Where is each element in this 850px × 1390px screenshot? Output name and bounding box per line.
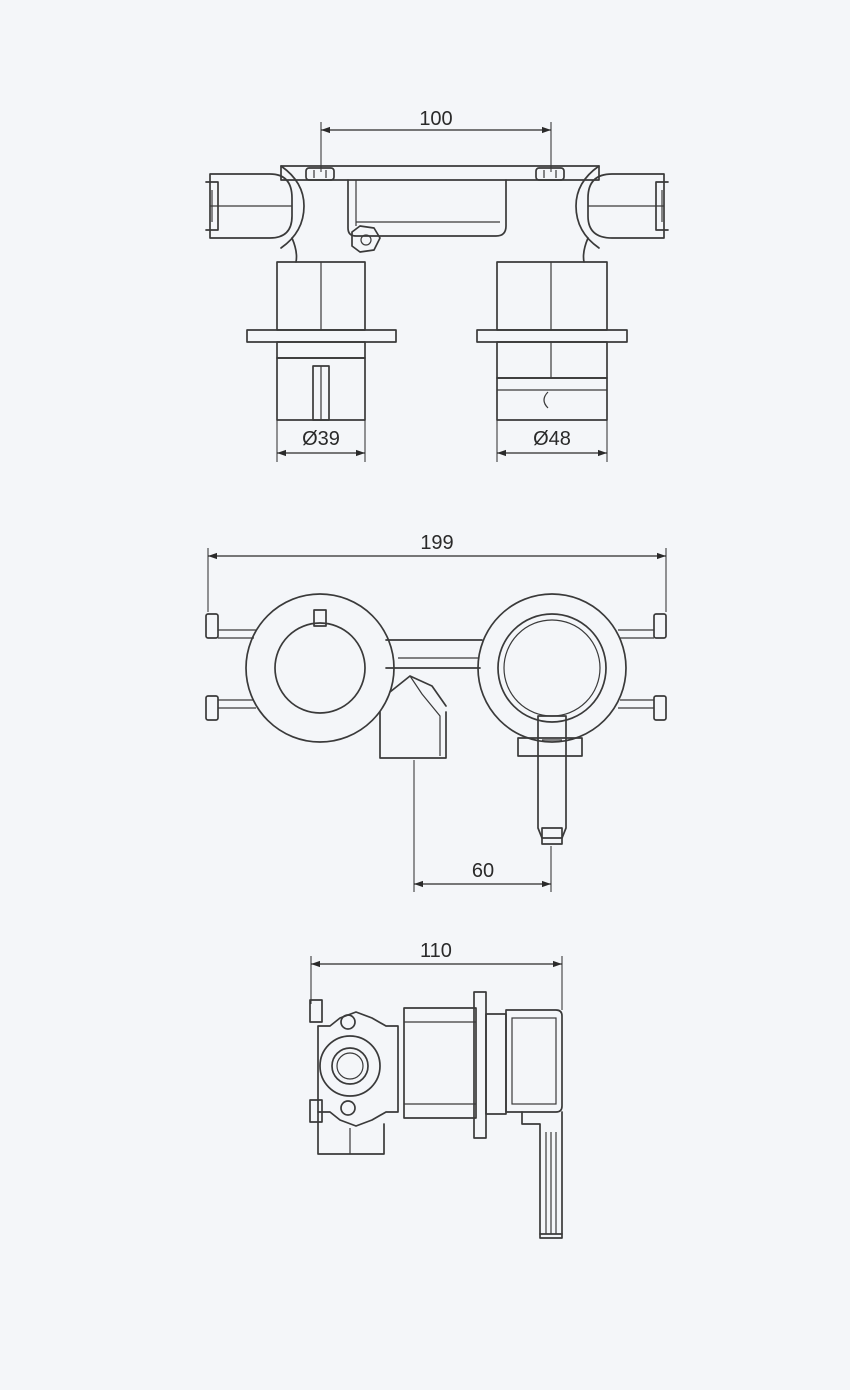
left-cartridge: [246, 261, 397, 421]
dim-outlet-offset-label: 60: [472, 860, 494, 882]
right-cartridge: [476, 261, 628, 421]
right-flange: [477, 593, 627, 743]
dim-left-diameter-label: Ø39: [302, 428, 340, 450]
front-connector: [385, 639, 483, 669]
top-view: 100: [205, 108, 669, 462]
dimension-overall-width: 199: [207, 532, 667, 612]
dimension-spacing: 100: [320, 108, 552, 172]
dim-depth-label: 110: [420, 940, 452, 962]
side-view: 110: [309, 940, 563, 1239]
dimension-depth: 110: [310, 940, 563, 1010]
dim-overall-width-label: 199: [420, 532, 453, 554]
front-lugs: [205, 613, 667, 721]
front-outlet: [379, 675, 447, 759]
dimension-outlet-offset: 60: [413, 760, 552, 892]
dim-spacing-label: 100: [419, 108, 452, 130]
top-body: [280, 165, 600, 253]
side-cartridge: [403, 991, 563, 1139]
left-flange: [245, 593, 395, 743]
side-body: [309, 999, 399, 1155]
dimension-left-diameter: Ø39: [276, 420, 366, 462]
front-view: 199: [205, 532, 667, 892]
front-lever: [517, 715, 583, 845]
side-lever: [521, 1111, 563, 1239]
dim-right-diameter-label: Ø48: [533, 428, 571, 450]
left-inlet: [205, 165, 305, 263]
right-inlet: [575, 165, 669, 263]
dimension-right-diameter: Ø48: [496, 420, 608, 462]
